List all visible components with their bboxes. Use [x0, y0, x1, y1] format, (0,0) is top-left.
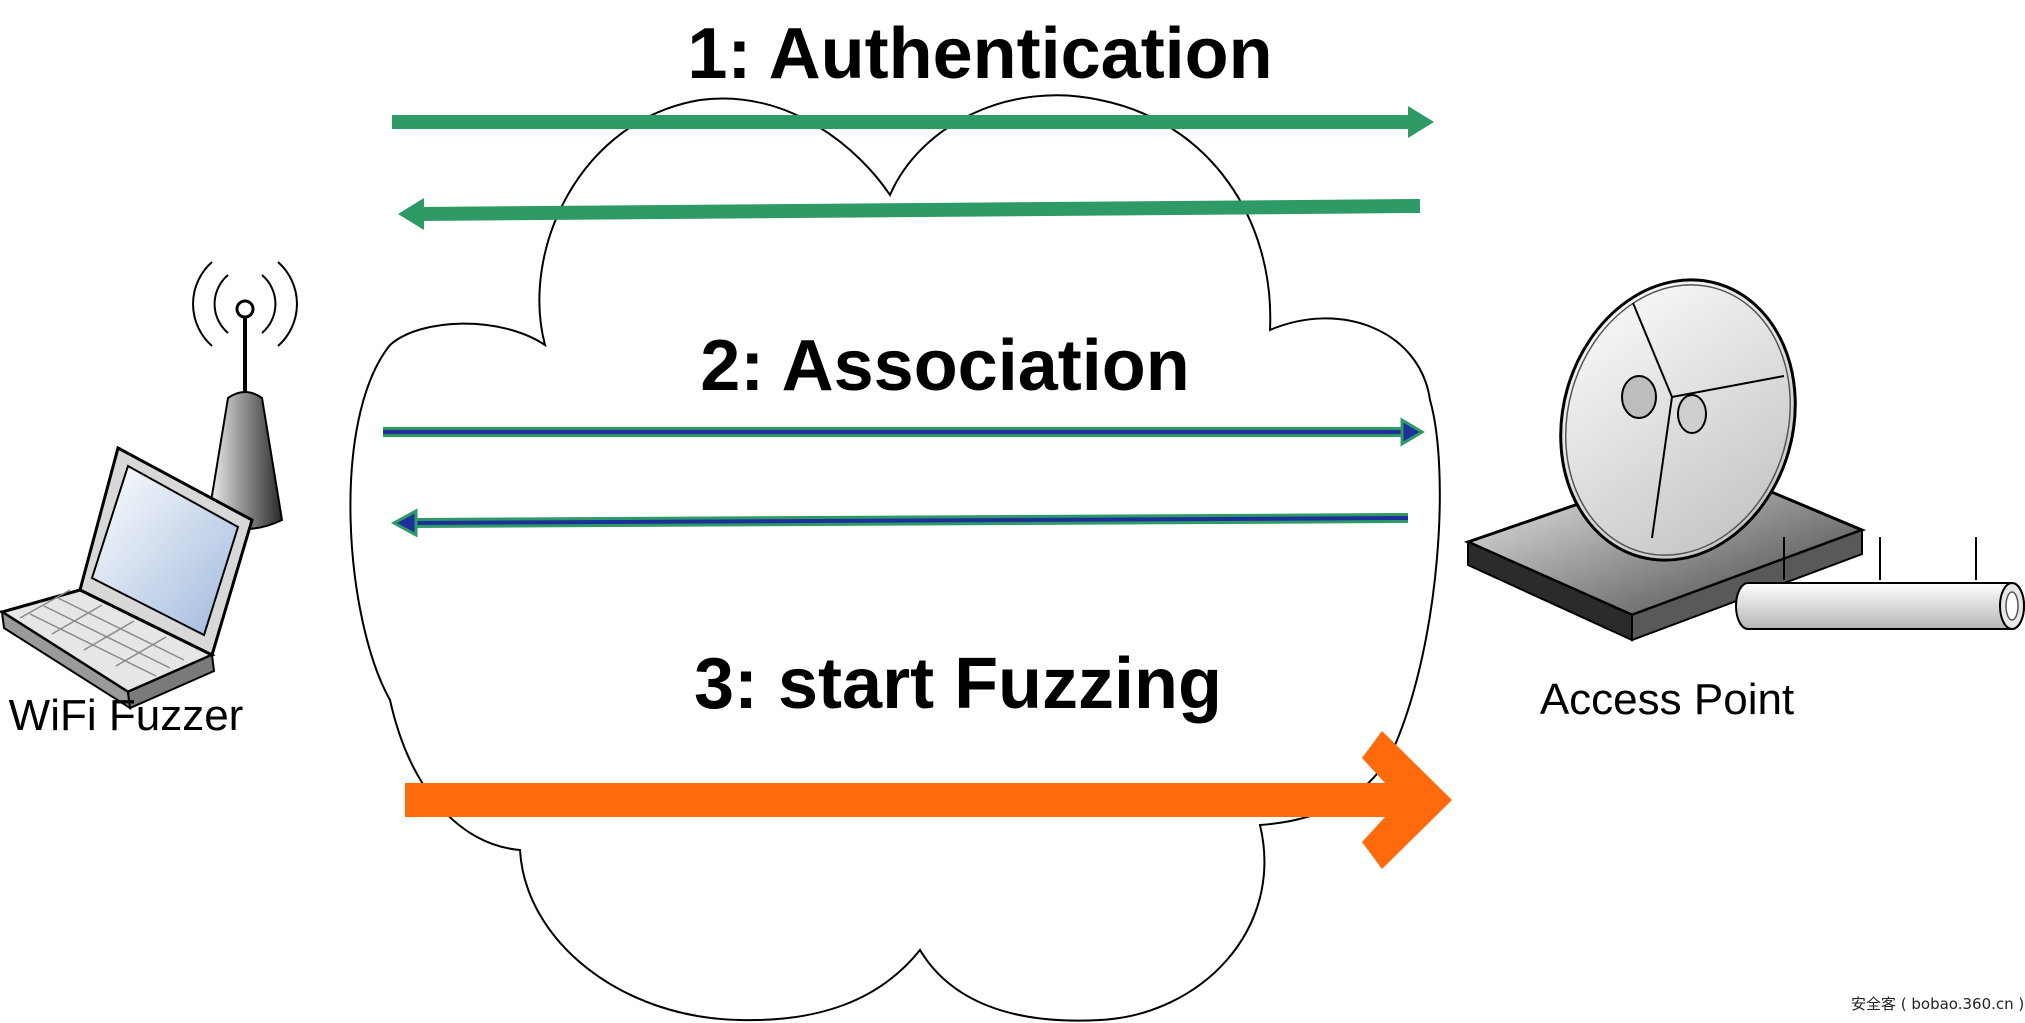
wifi-antenna-icon — [192, 261, 298, 530]
association-request-arrow — [383, 417, 1425, 447]
authentication-request-arrow — [392, 106, 1434, 138]
step-3-title: 3: start Fuzzing — [694, 644, 1222, 724]
association-response-arrow — [390, 508, 1409, 538]
authentication-response-arrow — [398, 198, 1421, 230]
network-cloud — [349, 94, 1441, 1022]
access-point-icon — [1463, 278, 2025, 642]
access-point-label: Access Point — [1540, 675, 1794, 724]
watermark: 安全客 ( bobao.360.cn ) — [1851, 995, 2024, 1013]
step-1-title: 1: Authentication — [687, 14, 1272, 94]
fuzzing-arrow — [405, 731, 1452, 869]
step-2-title: 2: Association — [700, 326, 1189, 406]
client-label: WiFi Fuzzer — [9, 691, 244, 740]
laptop-icon — [0, 445, 254, 710]
